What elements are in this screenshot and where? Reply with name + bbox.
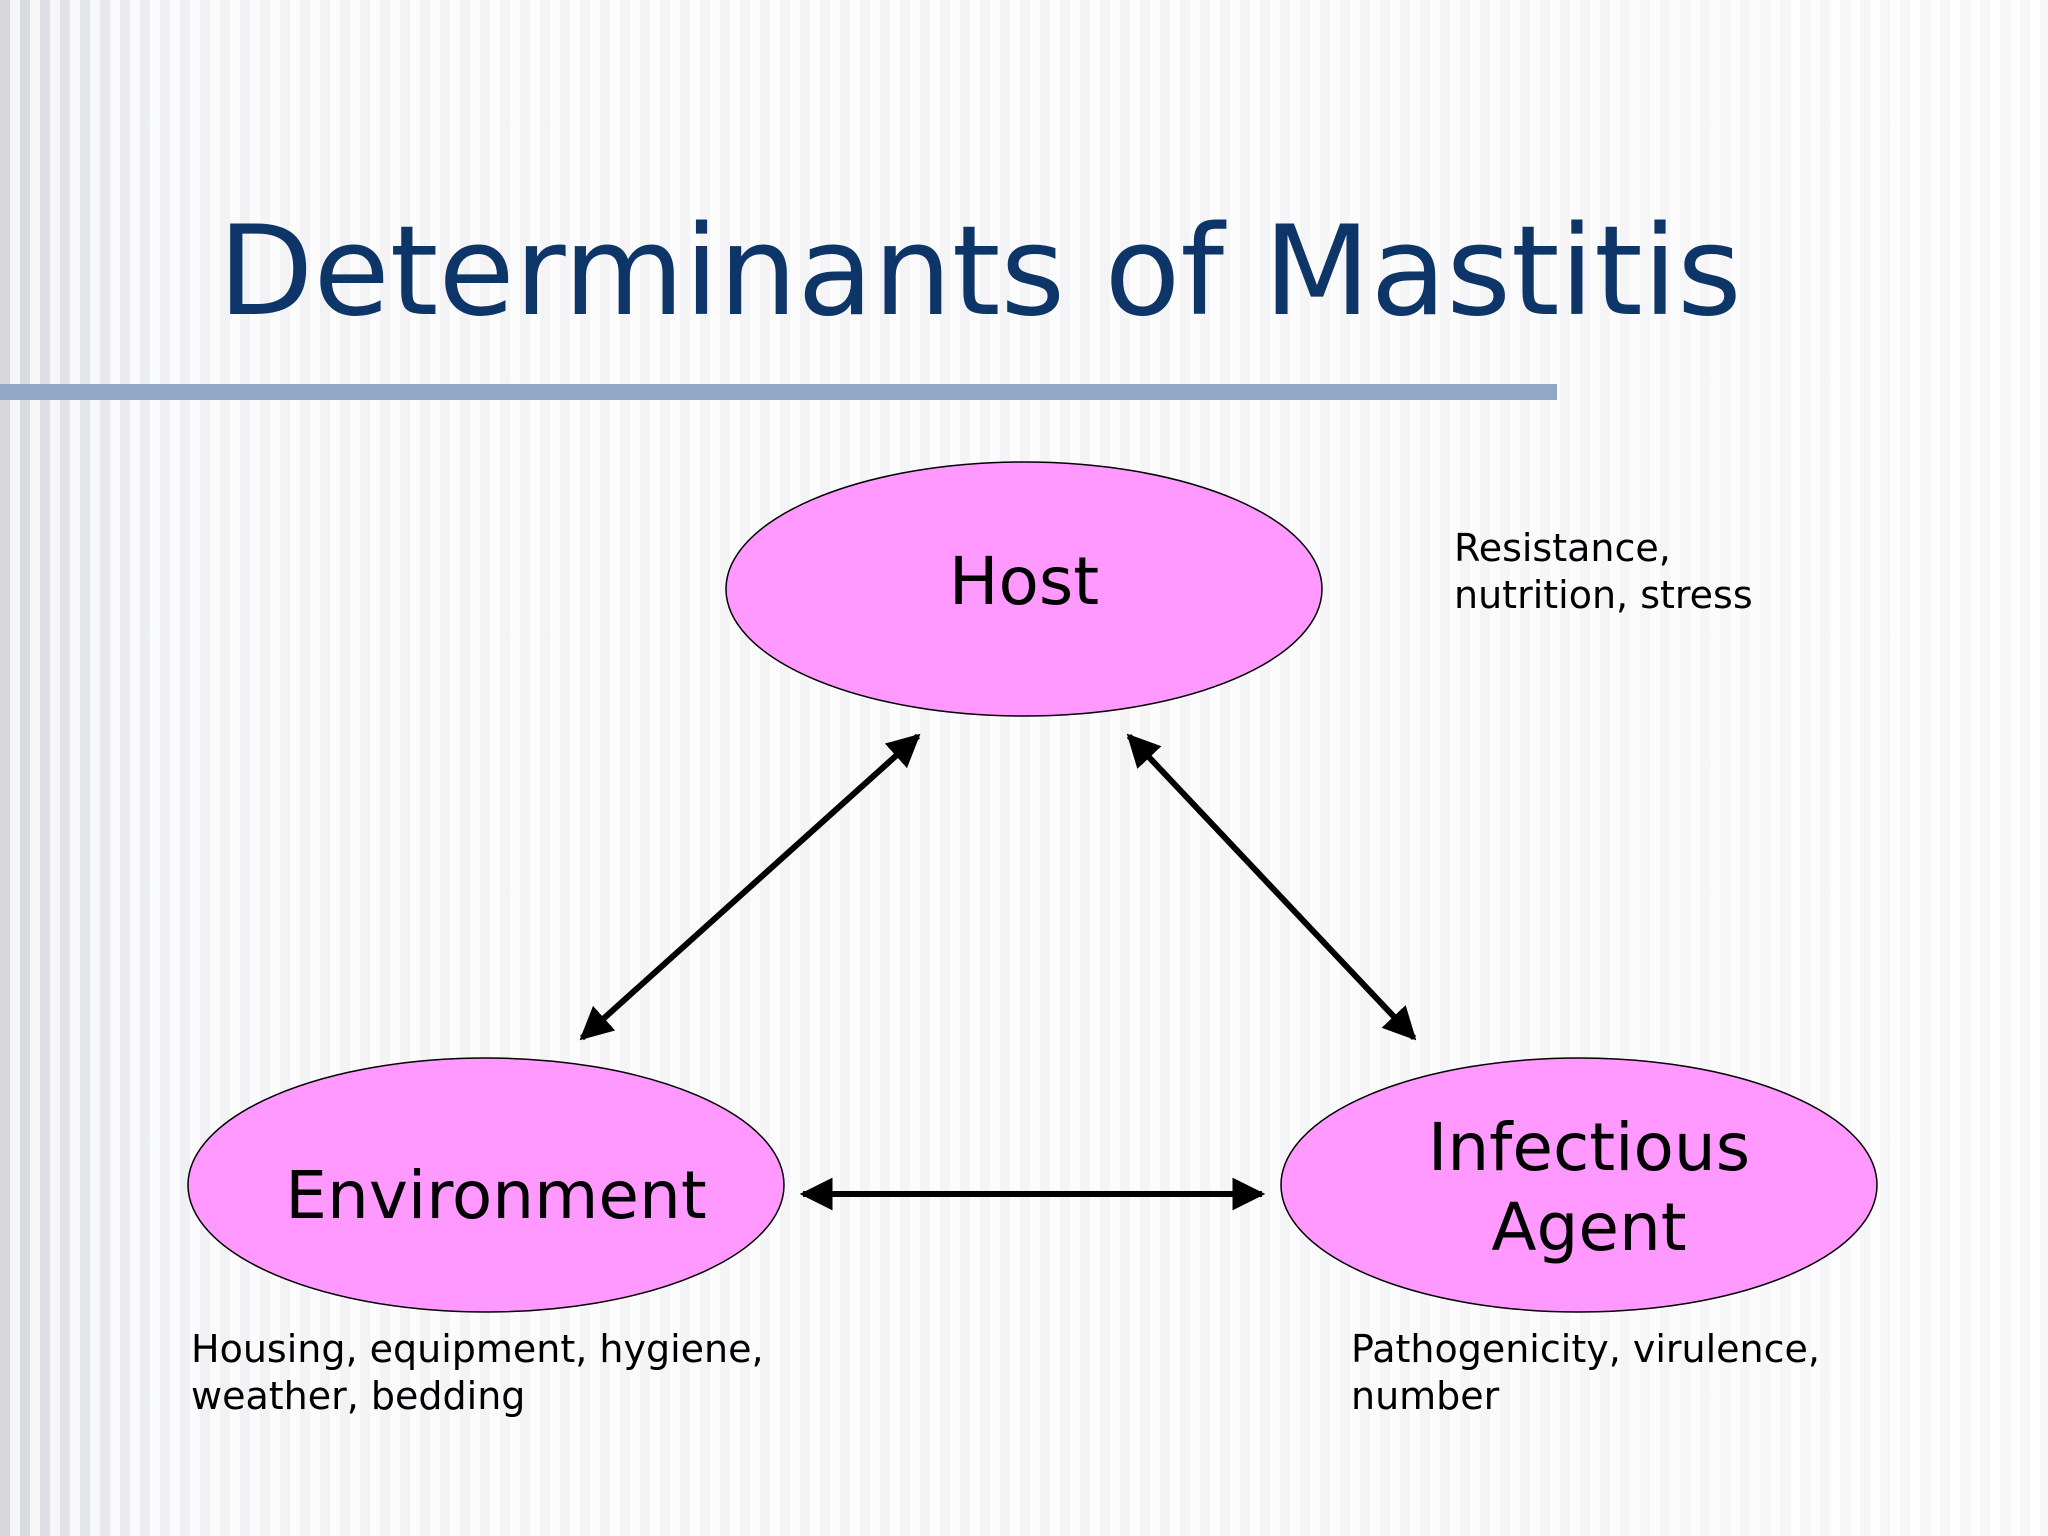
title-underline — [0, 384, 1557, 400]
host-label: Host — [948, 543, 1100, 620]
arrow-host-agent — [1126, 733, 1417, 1041]
infectious-agent-annotation: Pathogenicity, virulence, number — [1351, 1326, 1820, 1420]
infectious-agent-node — [1280, 1057, 1878, 1313]
host-annotation-line-2: nutrition, stress — [1454, 573, 1753, 617]
infectious-agent-label-line-2: Agent — [1491, 1189, 1687, 1266]
host-node — [725, 461, 1323, 717]
infectious-agent-annotation-line-1: Pathogenicity, virulence, — [1351, 1327, 1820, 1371]
slide-title: Determinants of Mastitis — [218, 200, 1742, 344]
host-annotation: Resistance, nutrition, stress — [1454, 525, 1753, 619]
environment-annotation-line-1: Housing, equipment, hygiene, — [191, 1327, 764, 1371]
environment-annotation-line-2: weather, bedding — [191, 1374, 526, 1418]
infectious-agent-label-line-1: Infectious — [1427, 1109, 1751, 1186]
infectious-agent-label: Infectious Agent — [1379, 1108, 1799, 1268]
environment-annotation: Housing, equipment, hygiene, weather, be… — [191, 1326, 764, 1420]
environment-node — [187, 1057, 785, 1313]
infectious-agent-annotation-line-2: number — [1351, 1374, 1500, 1418]
host-annotation-line-1: Resistance, — [1454, 526, 1671, 570]
environment-label: Environment — [285, 1157, 707, 1234]
arrow-host-environment — [579, 733, 921, 1041]
